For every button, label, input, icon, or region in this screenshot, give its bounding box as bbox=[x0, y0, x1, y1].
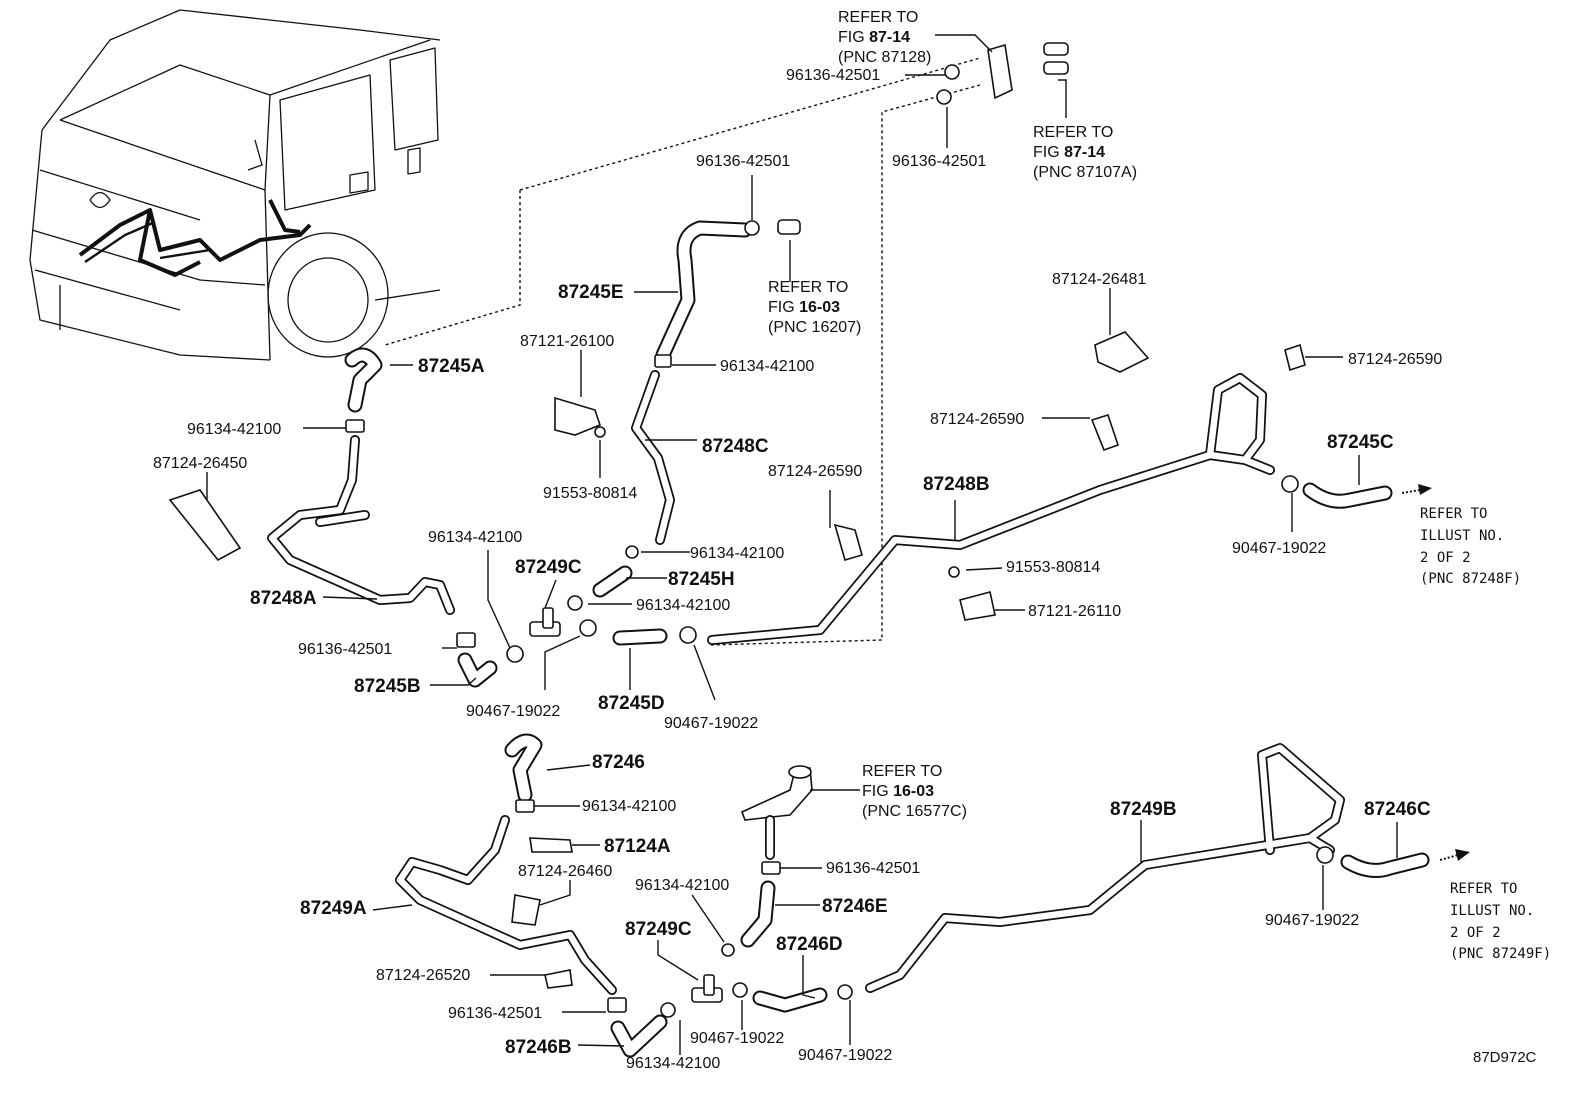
ref-line: REFER TO bbox=[768, 279, 848, 296]
ref-fig-16-03-pnc-16207[interactable]: REFER TO FIG 16-03 (PNC 16207) bbox=[768, 279, 861, 336]
ref-illust-number: ILLUST NO. bbox=[1450, 903, 1534, 919]
part-label-91553-80814[interactable]: 91553-80814 bbox=[1006, 559, 1100, 576]
part-label-87124-26520[interactable]: 87124-26520 bbox=[376, 967, 470, 984]
ref-line: REFER TO bbox=[1033, 124, 1113, 141]
ref-pnc: (PNC 87128) bbox=[838, 49, 931, 66]
ref-illust-page: 2 OF 2 bbox=[1420, 550, 1471, 566]
part-label-96134-42100[interactable]: 96134-42100 bbox=[626, 1055, 720, 1072]
part-label-96136-42501[interactable]: 96136-42501 bbox=[892, 153, 986, 170]
part-label-87245A[interactable]: 87245A bbox=[418, 356, 485, 377]
ref-line: REFER TO bbox=[862, 763, 942, 780]
ref-fig-prefix: FIG bbox=[1033, 144, 1064, 161]
part-label-87245H[interactable]: 87245H bbox=[668, 569, 735, 590]
part-label-87245E[interactable]: 87245E bbox=[558, 282, 624, 303]
ref-pnc: (PNC 87249F) bbox=[1450, 946, 1551, 962]
ref-fig-87-14-pnc-87128[interactable]: REFER TO FIG 87-14 (PNC 87128) bbox=[838, 9, 931, 66]
ref-fig-number: 16-03 bbox=[799, 299, 840, 316]
ref-fig-prefix: FIG bbox=[838, 29, 869, 46]
svg-text:FIG 16-03: FIG 16-03 bbox=[768, 299, 840, 316]
part-label-87124-26481[interactable]: 87124-26481 bbox=[1052, 271, 1146, 288]
part-label-87124-26590[interactable]: 87124-26590 bbox=[1348, 351, 1442, 368]
part-label-87245C[interactable]: 87245C bbox=[1327, 432, 1394, 453]
ref-fig-number: 87-14 bbox=[1064, 144, 1105, 161]
ref-illust-pnc-87249f[interactable]: REFER TO ILLUST NO. 2 OF 2 (PNC 87249F) bbox=[1450, 881, 1551, 962]
hose-routing bbox=[267, 220, 1430, 1058]
ref-fig-16-03-pnc-16577c[interactable]: REFER TO FIG 16-03 (PNC 16577C) bbox=[862, 763, 967, 820]
part-label-87248B[interactable]: 87248B bbox=[923, 474, 990, 495]
part-label-87249A[interactable]: 87249A bbox=[300, 898, 367, 919]
part-label-87124-26590[interactable]: 87124-26590 bbox=[930, 411, 1024, 428]
part-label-87246B[interactable]: 87246B bbox=[505, 1037, 572, 1058]
small-parts bbox=[168, 42, 1334, 1018]
part-label-87245D[interactable]: 87245D bbox=[598, 693, 665, 714]
svg-text:FIG 16-03: FIG 16-03 bbox=[862, 783, 934, 800]
ref-fig-number: 87-14 bbox=[869, 29, 910, 46]
ref-fig-prefix: FIG bbox=[768, 299, 799, 316]
part-label-96136-42501[interactable]: 96136-42501 bbox=[826, 860, 920, 877]
part-label-90467-19022[interactable]: 90467-19022 bbox=[466, 703, 560, 720]
illustration-code: 87D972C bbox=[1473, 1049, 1537, 1066]
ref-line: REFER TO bbox=[1420, 506, 1487, 522]
part-label-90467-19022[interactable]: 90467-19022 bbox=[690, 1030, 784, 1047]
part-label-87245B[interactable]: 87245B bbox=[354, 676, 421, 697]
part-label-87124-26450[interactable]: 87124-26450 bbox=[153, 455, 247, 472]
ref-illust-page: 2 OF 2 bbox=[1450, 925, 1501, 941]
part-labels: 96136-42501 96136-42501 96136-42501 8724… bbox=[153, 67, 1537, 1072]
part-label-91553-80814[interactable]: 91553-80814 bbox=[543, 485, 637, 502]
part-label-87249B[interactable]: 87249B bbox=[1110, 799, 1177, 820]
part-label-90467-19022[interactable]: 90467-19022 bbox=[1265, 912, 1359, 929]
ref-illust-number: ILLUST NO. bbox=[1420, 528, 1504, 544]
part-label-87248A[interactable]: 87248A bbox=[250, 588, 317, 609]
part-label-87249C[interactable]: 87249C bbox=[515, 557, 582, 578]
part-label-96134-42100[interactable]: 96134-42100 bbox=[635, 877, 729, 894]
part-label-96134-42100[interactable]: 96134-42100 bbox=[636, 597, 730, 614]
arrow-to-illust-a bbox=[1401, 484, 1432, 495]
assembly-dashed-outline bbox=[384, 57, 981, 646]
part-label-96136-42501[interactable]: 96136-42501 bbox=[448, 1005, 542, 1022]
arrow-to-illust-b bbox=[1439, 849, 1470, 861]
part-label-96134-42100[interactable]: 96134-42100 bbox=[690, 545, 784, 562]
svg-text:FIG 87-14: FIG 87-14 bbox=[838, 29, 910, 46]
part-label-96134-42100[interactable]: 96134-42100 bbox=[582, 798, 676, 815]
part-label-87249C[interactable]: 87249C bbox=[625, 919, 692, 940]
leader-lines bbox=[206, 34, 1398, 1055]
part-label-87246C[interactable]: 87246C bbox=[1364, 799, 1431, 820]
ref-illust-pnc-87248f[interactable]: REFER TO ILLUST NO. 2 OF 2 (PNC 87248F) bbox=[1420, 506, 1521, 587]
part-label-87248C[interactable]: 87248C bbox=[702, 436, 769, 457]
part-label-90467-19022[interactable]: 90467-19022 bbox=[798, 1047, 892, 1064]
part-label-96136-42501[interactable]: 96136-42501 bbox=[298, 641, 392, 658]
part-label-87121-26100[interactable]: 87121-26100 bbox=[520, 333, 614, 350]
ref-pnc: (PNC 16207) bbox=[768, 319, 861, 336]
ref-line: REFER TO bbox=[838, 9, 918, 26]
ref-fig-87-14-pnc-87107a[interactable]: REFER TO FIG 87-14 (PNC 87107A) bbox=[1033, 124, 1137, 181]
svg-text:FIG 87-14: FIG 87-14 bbox=[1033, 144, 1105, 161]
part-label-90467-19022[interactable]: 90467-19022 bbox=[664, 715, 758, 732]
ref-pnc: (PNC 87248F) bbox=[1420, 571, 1521, 587]
ref-fig-prefix: FIG bbox=[862, 783, 893, 800]
part-label-96134-42100[interactable]: 96134-42100 bbox=[187, 421, 281, 438]
part-label-87246E[interactable]: 87246E bbox=[822, 896, 888, 917]
part-label-87124A[interactable]: 87124A bbox=[604, 836, 671, 857]
part-label-87121-26110[interactable]: 87121-26110 bbox=[1028, 603, 1121, 620]
part-label-87246D[interactable]: 87246D bbox=[776, 934, 843, 955]
part-label-87124-26590[interactable]: 87124-26590 bbox=[768, 463, 862, 480]
ref-pnc: (PNC 16577C) bbox=[862, 803, 967, 820]
part-label-87246[interactable]: 87246 bbox=[592, 752, 645, 773]
ref-pnc: (PNC 87107A) bbox=[1033, 164, 1137, 181]
part-label-96136-42501[interactable]: 96136-42501 bbox=[696, 153, 790, 170]
part-label-96134-42100[interactable]: 96134-42100 bbox=[428, 529, 522, 546]
part-label-96134-42100[interactable]: 96134-42100 bbox=[720, 358, 814, 375]
van-illustration bbox=[29, 9, 441, 361]
part-label-87124-26460[interactable]: 87124-26460 bbox=[518, 863, 612, 880]
ref-fig-number: 16-03 bbox=[893, 783, 934, 800]
part-label-96136-42501[interactable]: 96136-42501 bbox=[786, 67, 880, 84]
part-label-90467-19022[interactable]: 90467-19022 bbox=[1232, 540, 1326, 557]
ref-line: REFER TO bbox=[1450, 881, 1517, 897]
